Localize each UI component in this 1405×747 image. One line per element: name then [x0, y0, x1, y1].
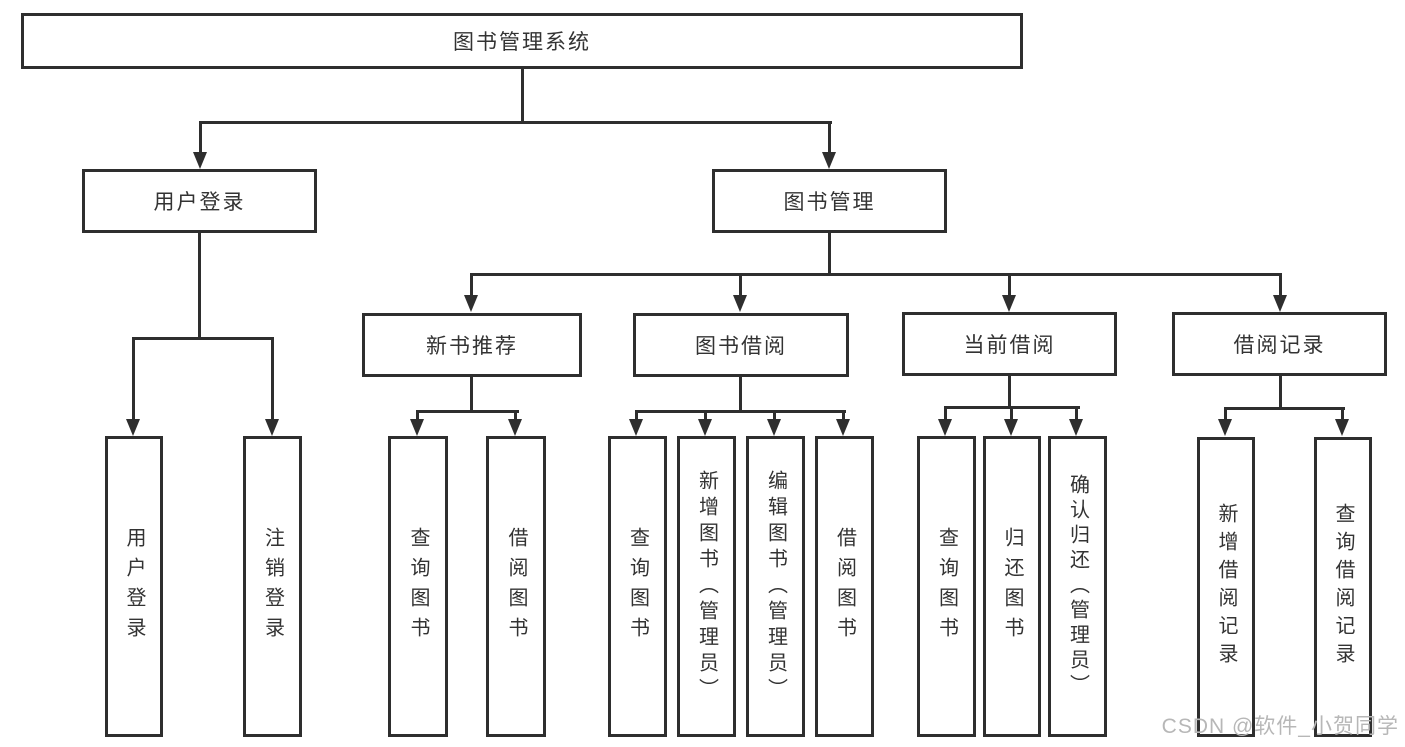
node-new-book-recommendation: 新书推荐: [362, 313, 582, 377]
connector-vline: [1008, 376, 1011, 406]
node-borrowing-records: 借阅记录: [1172, 312, 1387, 376]
connector-hline: [416, 410, 519, 413]
connector-hline: [1224, 407, 1345, 410]
node-user-login: 用户登录: [82, 169, 317, 233]
leaf-confirm-return-admin: 确认归还（管理员）: [1048, 436, 1107, 737]
connector-hline: [635, 410, 846, 413]
connector-vline: [199, 121, 202, 153]
connector-vline: [470, 273, 473, 296]
leaf-borrow-books-2: 借阅图书: [815, 436, 874, 737]
connector-vline: [198, 233, 201, 337]
leaf-query-books-3: 查询图书: [917, 436, 976, 737]
arrowhead-down-icon: [1002, 295, 1016, 312]
arrowhead-down-icon: [767, 419, 781, 436]
leaf-user-login: 用户登录: [105, 436, 163, 737]
arrowhead-down-icon: [822, 152, 836, 169]
connector-vline: [514, 410, 517, 419]
leaf-return-books: 归还图书: [983, 436, 1041, 737]
connector-vline: [1279, 273, 1282, 296]
connector-vline: [521, 69, 524, 124]
connector-vline: [1341, 407, 1344, 419]
leaf-query-borrow-record: 查询借阅记录: [1314, 437, 1372, 737]
leaf-query-books-1: 查询图书: [388, 436, 448, 737]
arrowhead-down-icon: [1335, 419, 1349, 436]
arrowhead-down-icon: [464, 295, 478, 312]
connector-vline: [739, 377, 742, 410]
connector-vline: [773, 410, 776, 419]
leaf-query-books-2: 查询图书: [608, 436, 667, 737]
leaf-add-borrow-record: 新增借阅记录: [1197, 437, 1255, 737]
connector-vline: [1224, 407, 1227, 419]
leaf-add-book-admin: 新增图书（管理员）: [677, 436, 736, 737]
connector-vline: [944, 406, 947, 419]
arrowhead-down-icon: [733, 295, 747, 312]
arrowhead-down-icon: [1218, 419, 1232, 436]
connector-vline: [1279, 376, 1282, 407]
connector-vline: [828, 121, 831, 153]
connector-vline: [704, 410, 707, 419]
connector-vline: [739, 273, 742, 296]
arrowhead-down-icon: [1004, 419, 1018, 436]
leaf-edit-book-admin: 编辑图书（管理员）: [746, 436, 805, 737]
node-library-management-system: 图书管理系统: [21, 13, 1023, 69]
node-book-management: 图书管理: [712, 169, 947, 233]
connector-hline: [132, 337, 274, 340]
leaf-logout: 注销登录: [243, 436, 302, 737]
arrowhead-down-icon: [193, 152, 207, 169]
connector-vline: [470, 377, 473, 410]
connector-vline: [1010, 406, 1013, 419]
connector-vline: [1008, 273, 1011, 296]
connector-hline: [199, 121, 832, 124]
connector-hline: [470, 273, 1282, 276]
connector-vline: [842, 410, 845, 419]
arrowhead-down-icon: [265, 419, 279, 436]
node-book-borrowing: 图书借阅: [633, 313, 849, 377]
connector-vline: [416, 410, 419, 419]
connector-vline: [132, 337, 135, 419]
arrowhead-down-icon: [126, 419, 140, 436]
arrowhead-down-icon: [410, 419, 424, 436]
connector-vline: [635, 410, 638, 419]
arrowhead-down-icon: [1069, 419, 1083, 436]
arrowhead-down-icon: [1273, 295, 1287, 312]
connector-vline: [828, 233, 831, 273]
arrowhead-down-icon: [629, 419, 643, 436]
leaf-borrow-books-1: 借阅图书: [486, 436, 546, 737]
arrowhead-down-icon: [938, 419, 952, 436]
arrowhead-down-icon: [698, 419, 712, 436]
arrowhead-down-icon: [508, 419, 522, 436]
node-current-borrowing: 当前借阅: [902, 312, 1117, 376]
connector-vline: [271, 337, 274, 419]
arrowhead-down-icon: [836, 419, 850, 436]
watermark-csdn: CSDN @软件_小贺同学: [1161, 715, 1399, 738]
connector-vline: [1075, 406, 1078, 419]
